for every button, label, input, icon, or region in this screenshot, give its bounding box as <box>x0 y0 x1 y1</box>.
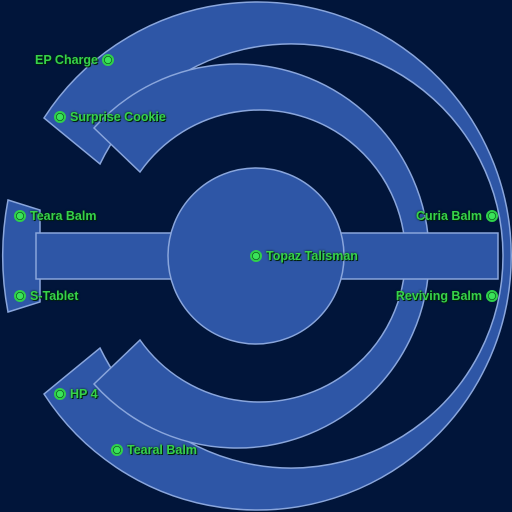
item-label: Curia Balm <box>416 209 482 223</box>
item-label: Teara Balm <box>30 209 97 223</box>
item-label: HP 4 <box>70 387 98 401</box>
left-stub-room <box>1 199 41 313</box>
map-item-surprise-cookie[interactable]: Surprise Cookie <box>54 109 166 125</box>
map-item-curia-balm[interactable]: Curia Balm <box>416 208 498 224</box>
map-item-hp-4[interactable]: HP 4 <box>54 386 98 402</box>
item-label: Tearal Balm <box>127 443 197 457</box>
map-item-ep-charge[interactable]: EP Charge <box>35 52 118 68</box>
item-label: EP Charge <box>35 53 98 67</box>
item-marker-icon <box>486 290 498 302</box>
outer-ring-corridor <box>43 1 512 511</box>
map-item-reviving-balm[interactable]: Reviving Balm <box>396 288 498 304</box>
item-marker-icon <box>14 290 26 302</box>
item-marker-icon <box>102 54 114 66</box>
item-label: Topaz Talisman <box>266 249 358 263</box>
item-label: Reviving Balm <box>395 289 482 303</box>
item-marker-icon <box>54 388 66 400</box>
item-label: Surprise Cookie <box>70 110 166 124</box>
item-marker-icon <box>111 444 123 456</box>
map-item-tearal-balm[interactable]: Tearal Balm <box>111 442 197 458</box>
map-item-s-tablet[interactable]: S-Tablet <box>14 288 78 304</box>
item-marker-icon <box>14 210 26 222</box>
item-marker-icon <box>250 250 262 262</box>
item-marker-icon <box>54 111 66 123</box>
map-item-teara-balm[interactable]: Teara Balm <box>14 208 96 224</box>
item-label: S-Tablet <box>30 289 79 303</box>
item-marker-icon <box>486 210 498 222</box>
map-item-topaz-talisman[interactable]: Topaz Talisman <box>250 248 358 264</box>
inner-ring-corridor <box>92 63 430 449</box>
